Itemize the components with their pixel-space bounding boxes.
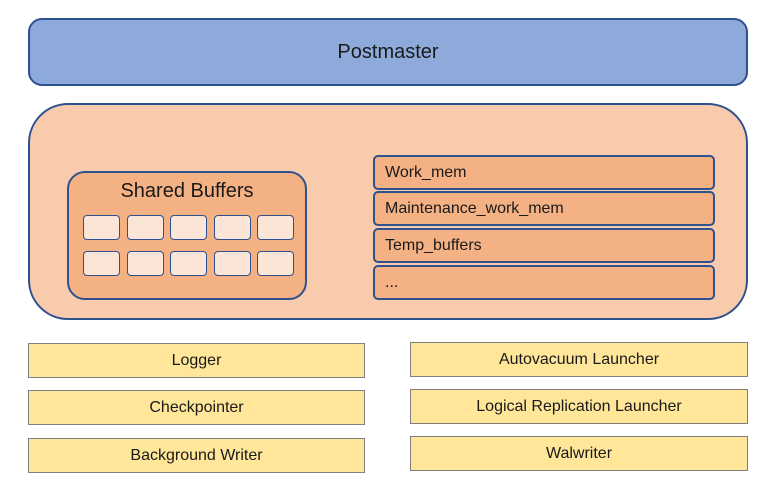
process-label: Autovacuum Launcher xyxy=(498,350,660,368)
process-label: Background Writer xyxy=(130,446,263,464)
memory-item-label: Work_mem xyxy=(385,163,467,181)
shared-buffers-box: Shared Buffers xyxy=(67,171,307,300)
buffer-cell xyxy=(213,215,251,240)
memory-item-temp-buffers: Temp_buffers xyxy=(373,228,715,263)
process-checkpointer: Checkpointer xyxy=(28,390,365,425)
buffer-cell xyxy=(83,215,120,240)
buffer-cell xyxy=(257,215,294,240)
postmaster-label: Postmaster xyxy=(337,40,439,63)
memory-item-maintenance-work-mem: Maintenance_work_mem xyxy=(373,191,715,226)
process-label: Walwriter xyxy=(545,444,613,462)
process-label: Logger xyxy=(171,351,222,369)
buffer-cell xyxy=(213,251,251,276)
process-logical-replication-launcher: Logical Replication Launcher xyxy=(410,389,748,424)
buffer-cell xyxy=(126,215,164,240)
memory-item-label: Maintenance_work_mem xyxy=(385,199,564,217)
buffer-cell xyxy=(83,251,120,276)
memory-item-more: ... xyxy=(373,265,715,300)
shared-buffers-title: Shared Buffers xyxy=(120,180,254,202)
buffer-cell xyxy=(170,215,207,240)
process-background-writer: Background Writer xyxy=(28,438,365,473)
process-label: Logical Replication Launcher xyxy=(476,397,682,415)
buffer-cell xyxy=(257,251,294,276)
process-label: Checkpointer xyxy=(149,398,244,416)
buffer-cell xyxy=(126,251,164,276)
process-autovacuum-launcher: Autovacuum Launcher xyxy=(410,342,748,377)
process-logger: Logger xyxy=(28,343,365,378)
postmaster-box: Postmaster xyxy=(28,18,748,86)
memory-item-label: Temp_buffers xyxy=(385,236,482,254)
memory-item-label: ... xyxy=(385,273,399,291)
buffer-cell xyxy=(170,251,207,276)
process-walwriter: Walwriter xyxy=(410,436,748,471)
memory-item-work-mem: Work_mem xyxy=(373,155,715,190)
